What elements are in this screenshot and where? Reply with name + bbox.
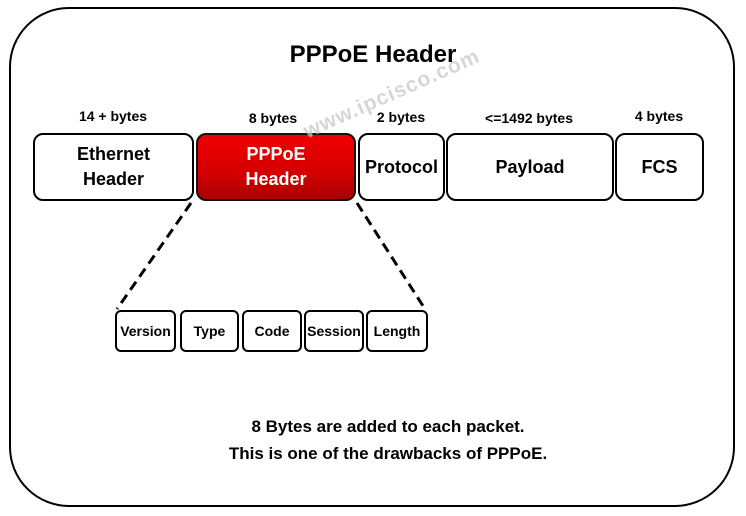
field-version: Version — [115, 310, 176, 352]
pppoe-header-box: PPPoE Header — [196, 133, 356, 201]
ethernet-header-size: 14 + bytes — [78, 108, 148, 124]
payload-size: <=1492 bytes — [485, 110, 573, 126]
note-line-2: This is one of the drawbacks of PPPoE. — [228, 444, 548, 463]
pppoe-header-size: 8 bytes — [248, 110, 298, 126]
field-code: Code — [242, 310, 302, 352]
diagram-title: PPPoE Header — [289, 41, 457, 68]
fcs-size: 4 bytes — [634, 108, 684, 124]
expansion-line-left — [115, 202, 193, 310]
protocol-box: Protocol — [358, 133, 445, 201]
fcs-box: FCS — [615, 133, 704, 201]
expansion-line-right — [355, 202, 427, 310]
payload-box: Payload — [446, 133, 614, 201]
field-length: Length — [366, 310, 428, 352]
field-type: Type — [180, 310, 239, 352]
ethernet-header-box: Ethernet Header — [33, 133, 194, 201]
field-session: Session — [304, 310, 364, 352]
protocol-size: 2 bytes — [376, 109, 426, 125]
note-line-1: 8 Bytes are added to each packet. — [251, 417, 525, 436]
diagram-frame — [9, 7, 735, 507]
